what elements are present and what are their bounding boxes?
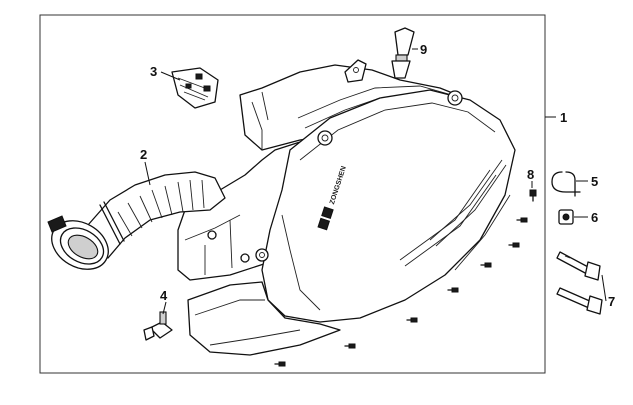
intake-duct: [47, 171, 226, 270]
callout-4: 4: [160, 288, 168, 303]
diagram-frame: [39, 14, 546, 374]
leader-4: [162, 301, 167, 315]
breather-tube: [391, 27, 415, 79]
bracket-clip: [171, 67, 219, 109]
air-filter-housing: ZONGSHEN: [177, 59, 516, 356]
callout-6: 6: [591, 210, 598, 225]
spring-clip: [551, 171, 581, 197]
bolt-upper: [556, 251, 601, 281]
callout-2: 2: [140, 147, 147, 162]
callout-1: 1: [560, 110, 567, 125]
clip-nut: [558, 209, 574, 225]
callout-7: 7: [608, 294, 615, 309]
callout-5: 5: [591, 174, 598, 189]
drain-nipple: [143, 311, 173, 341]
callout-8: 8: [527, 167, 534, 182]
leader-3: [160, 71, 181, 81]
screw-set: [274, 189, 537, 367]
leader-2: [144, 161, 151, 186]
callout-9: 9: [420, 42, 427, 57]
leader-7: [601, 274, 607, 302]
callout-3: 3: [150, 64, 157, 79]
bolt-lower: [556, 287, 603, 315]
